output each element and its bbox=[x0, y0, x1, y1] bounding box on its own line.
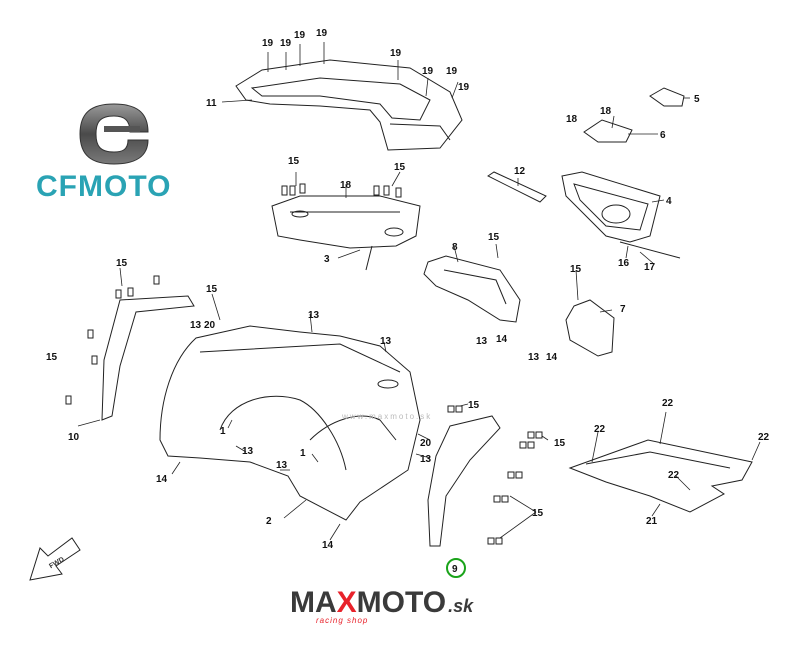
leader-lines bbox=[77, 42, 761, 541]
label-13-f: 13 bbox=[242, 446, 254, 457]
fastener-group-15 bbox=[65, 183, 543, 545]
label-20-a: 20 bbox=[204, 320, 216, 331]
label-13-d: 13 bbox=[308, 310, 320, 321]
maxmoto-part-2: MOTO bbox=[356, 586, 447, 619]
label-7: 7 bbox=[620, 304, 626, 315]
label-10: 10 bbox=[68, 432, 80, 443]
label-22-b: 22 bbox=[662, 398, 674, 409]
label-17: 17 bbox=[644, 262, 656, 273]
cfmoto-logo-icon bbox=[79, 103, 149, 165]
label-20-b: 20 bbox=[420, 438, 432, 449]
label-14-c: 14 bbox=[156, 474, 168, 485]
label-15-h: 15 bbox=[468, 400, 480, 411]
label-22-d: 22 bbox=[668, 470, 680, 481]
watermark-text: www.maxmoto.sk bbox=[342, 412, 433, 421]
label-18-c: 18 bbox=[340, 180, 352, 191]
part-21-skid-plate bbox=[568, 439, 753, 513]
label-15-d: 15 bbox=[570, 264, 582, 275]
label-16: 16 bbox=[618, 258, 630, 269]
label-19-a: 19 bbox=[262, 38, 274, 49]
label-14-d: 14 bbox=[322, 540, 334, 551]
label-9: 9 bbox=[452, 564, 458, 575]
label-15-g: 15 bbox=[46, 352, 58, 363]
label-13-c: 13 bbox=[190, 320, 202, 331]
part-7-inner-panel-right bbox=[565, 299, 615, 357]
label-15-j: 15 bbox=[532, 508, 544, 519]
label-19-f: 19 bbox=[422, 66, 434, 77]
label-8: 8 bbox=[452, 242, 458, 253]
cfmoto-wordmark: CFMOTO bbox=[36, 170, 172, 203]
highlighted-part-9[interactable]: 9 bbox=[446, 558, 466, 578]
label-19-c: 19 bbox=[294, 30, 306, 41]
label-4: 4 bbox=[666, 196, 672, 207]
maxmoto-part-1: MA bbox=[290, 586, 337, 619]
label-22-a: 22 bbox=[594, 424, 606, 435]
label-13-g: 13 bbox=[276, 460, 288, 471]
label-15-b: 15 bbox=[394, 162, 406, 173]
label-13-h: 13 bbox=[420, 454, 432, 465]
maxmoto-tld: .sk bbox=[448, 596, 474, 616]
part-11-rear-rack bbox=[235, 59, 463, 151]
label-15-f: 15 bbox=[206, 284, 218, 295]
label-11: 11 bbox=[206, 98, 217, 109]
part-4-taillight-housing bbox=[561, 171, 681, 259]
label-22-c: 22 bbox=[758, 432, 770, 443]
label-13-a: 13 bbox=[476, 336, 488, 347]
label-3: 3 bbox=[324, 254, 330, 265]
label-2: 2 bbox=[266, 516, 272, 527]
label-13-e: 13 bbox=[380, 336, 392, 347]
maxmoto-tagline: racing shop bbox=[316, 616, 369, 625]
maxmoto-logo: MAXMOTO.sk bbox=[290, 586, 473, 620]
part-10-left-flap bbox=[101, 295, 195, 421]
part-5-bracket bbox=[649, 87, 685, 107]
label-15-c: 15 bbox=[488, 232, 500, 243]
label-15-a: 15 bbox=[288, 156, 300, 167]
label-14-a: 14 bbox=[496, 334, 508, 345]
label-18-b: 18 bbox=[600, 106, 612, 117]
part-8-inner-panel-left bbox=[423, 255, 521, 323]
part-6-bracket bbox=[583, 119, 633, 143]
label-19-d: 19 bbox=[316, 28, 328, 39]
label-19-e: 19 bbox=[390, 48, 402, 59]
part-2-rear-fender bbox=[159, 325, 421, 521]
label-15-e: 15 bbox=[116, 258, 128, 269]
label-19-g: 19 bbox=[446, 66, 458, 77]
fwd-arrow-icon: FWD bbox=[29, 537, 81, 581]
label-19-h: 19 bbox=[458, 82, 470, 93]
label-1-b: 1 bbox=[300, 448, 306, 459]
label-19-b: 19 bbox=[280, 38, 292, 49]
label-15-i: 15 bbox=[554, 438, 566, 449]
maxmoto-x: X bbox=[336, 586, 357, 619]
label-14-b: 14 bbox=[546, 352, 558, 363]
label-1-a: 1 bbox=[220, 426, 226, 437]
part-3-rear-panel bbox=[271, 195, 421, 271]
label-6: 6 bbox=[660, 130, 666, 141]
part-number-labels: 11 19 19 19 19 19 19 19 19 5 18 18 6 12 … bbox=[46, 28, 770, 551]
part-12-strip bbox=[487, 171, 547, 203]
label-13-b: 13 bbox=[528, 352, 540, 363]
label-5: 5 bbox=[694, 94, 700, 105]
label-12: 12 bbox=[514, 166, 526, 177]
label-18-a: 18 bbox=[566, 114, 578, 125]
label-21: 21 bbox=[646, 516, 658, 527]
part-9-right-flap bbox=[427, 415, 501, 547]
